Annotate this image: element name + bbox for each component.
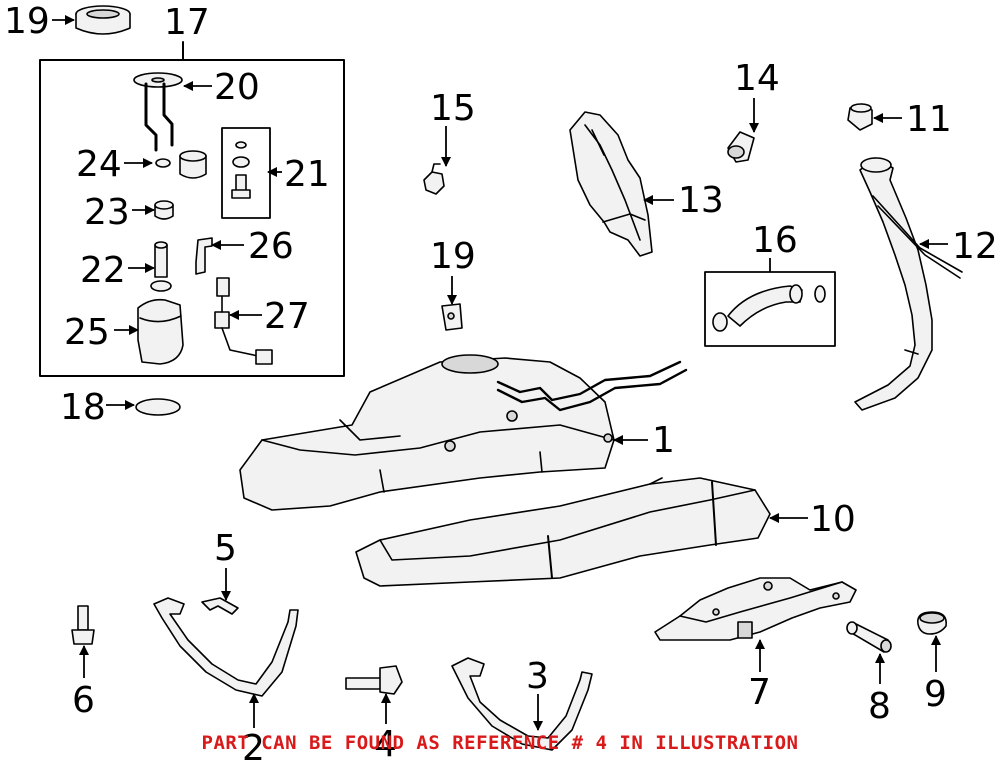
- part-23-filter: [154, 200, 174, 220]
- callout-13: 13: [678, 180, 724, 221]
- callout-26: 26: [248, 226, 294, 267]
- callout-8: 8: [868, 686, 891, 727]
- part-27-sender: [214, 277, 273, 365]
- callout-20: 20: [214, 67, 260, 108]
- callout-15: 15: [430, 88, 476, 129]
- callout-18: 18: [60, 387, 106, 428]
- part-26-bracket: [195, 237, 213, 275]
- callout-labels: 19 17 20 24 21 23 26 22 27 25 18 15 19 1…: [4, 1, 998, 763]
- callout-24: 24: [76, 144, 122, 185]
- part-10-skid-plate: [355, 477, 771, 587]
- callout-27: 27: [264, 296, 310, 337]
- part-21-box: [221, 127, 271, 219]
- part-15-bolt: [423, 163, 445, 195]
- callout-16: 16: [752, 220, 798, 261]
- callout-9: 9: [924, 674, 947, 715]
- callout-10: 10: [810, 499, 856, 540]
- callout-6: 6: [72, 680, 95, 721]
- reference-note: PART CAN BE FOUND AS REFERENCE # 4 IN IL…: [201, 732, 799, 754]
- part-24-oring: [155, 150, 207, 179]
- part-16-hose: [712, 284, 826, 332]
- callout-19b: 19: [430, 236, 476, 277]
- callout-17: 17: [164, 2, 210, 43]
- callout-14: 14: [734, 58, 780, 99]
- part-13-heat-shield: [569, 111, 653, 257]
- part-6-bolt: [71, 605, 95, 645]
- part-1-fuel-tank: [239, 354, 688, 511]
- part-14-grommet: [727, 131, 755, 163]
- part-16-box: [704, 271, 836, 347]
- callout-19a: 19: [4, 1, 50, 42]
- part-18-ring: [135, 398, 181, 416]
- callout-3: 3: [526, 656, 549, 697]
- part-25-pump-canister: [137, 298, 184, 365]
- callout-25: 25: [64, 312, 110, 353]
- part-3-strap: [451, 657, 593, 751]
- callout-1: 1: [652, 420, 675, 461]
- callout-21: 21: [284, 154, 330, 195]
- callout-7: 7: [748, 672, 771, 713]
- part-11-cap: [847, 103, 873, 131]
- part-2-strap: [153, 597, 299, 697]
- callout-12: 12: [952, 226, 998, 267]
- part-19-gasket: [75, 5, 131, 35]
- part-7-shield-bracket: [654, 577, 857, 641]
- part-4-bolt: [345, 665, 403, 695]
- part-20-pump-flange: [133, 72, 183, 152]
- part-8-spacer: [846, 621, 892, 653]
- part-5-clip: [201, 597, 239, 615]
- part-22-filter-tube: [150, 241, 172, 292]
- callout-23: 23: [84, 192, 130, 233]
- part-19-clip: [441, 303, 463, 331]
- part-9-plug: [916, 611, 948, 635]
- callout-11: 11: [906, 99, 952, 140]
- leader-lines: [52, 15, 948, 731]
- callout-2: 2: [242, 728, 265, 763]
- part-21-fitting: [231, 141, 251, 199]
- callout-5: 5: [214, 528, 237, 569]
- part-12-filler-pipe: [854, 157, 963, 411]
- callout-4: 4: [374, 724, 397, 763]
- part-17-pump-assembly-box: [39, 59, 345, 377]
- callout-22: 22: [80, 250, 126, 291]
